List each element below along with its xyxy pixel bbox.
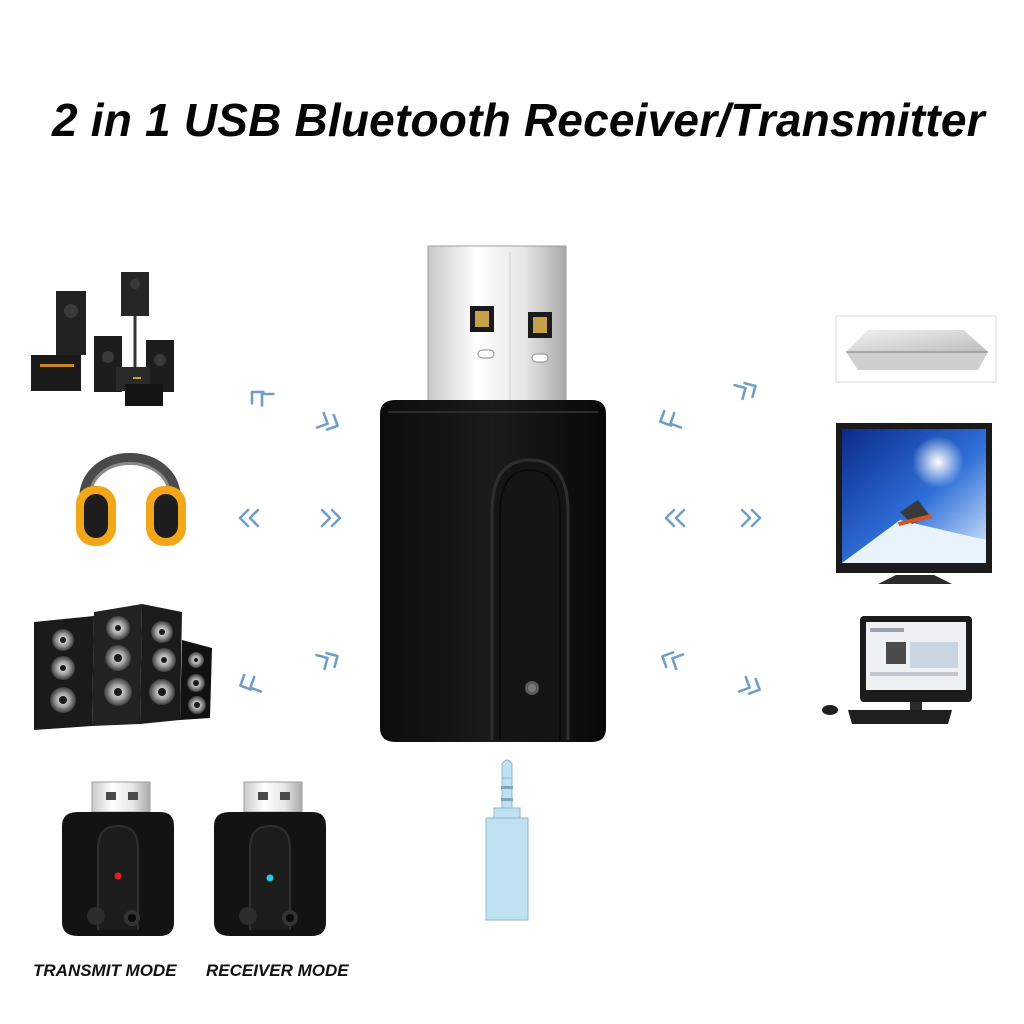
aux-jack-icon: [485, 759, 529, 921]
transmit-led-icon: [114, 872, 122, 880]
tv-icon: [836, 423, 992, 584]
desktop-computer-icon: [822, 616, 972, 724]
loudspeaker-stack-icon: [34, 604, 212, 730]
speaker-system-icon: [31, 272, 174, 406]
headphones-icon: [76, 453, 186, 546]
receiver-mode-adapter-icon: [214, 781, 326, 936]
transmit-mode-label: TRANSMIT MODE: [33, 961, 177, 980]
usb-bluetooth-adapter-icon: [380, 245, 606, 742]
receiver-mode-label: RECEIVER MODE: [206, 961, 349, 980]
product-title: 2 in 1 USB Bluetooth Receiver/Transmitte…: [52, 94, 985, 146]
receiver-led-icon: [266, 874, 274, 882]
transmit-mode-adapter-icon: [62, 781, 174, 936]
signal-arrows-icon: [238, 381, 762, 695]
laptop-icon: [835, 315, 997, 383]
